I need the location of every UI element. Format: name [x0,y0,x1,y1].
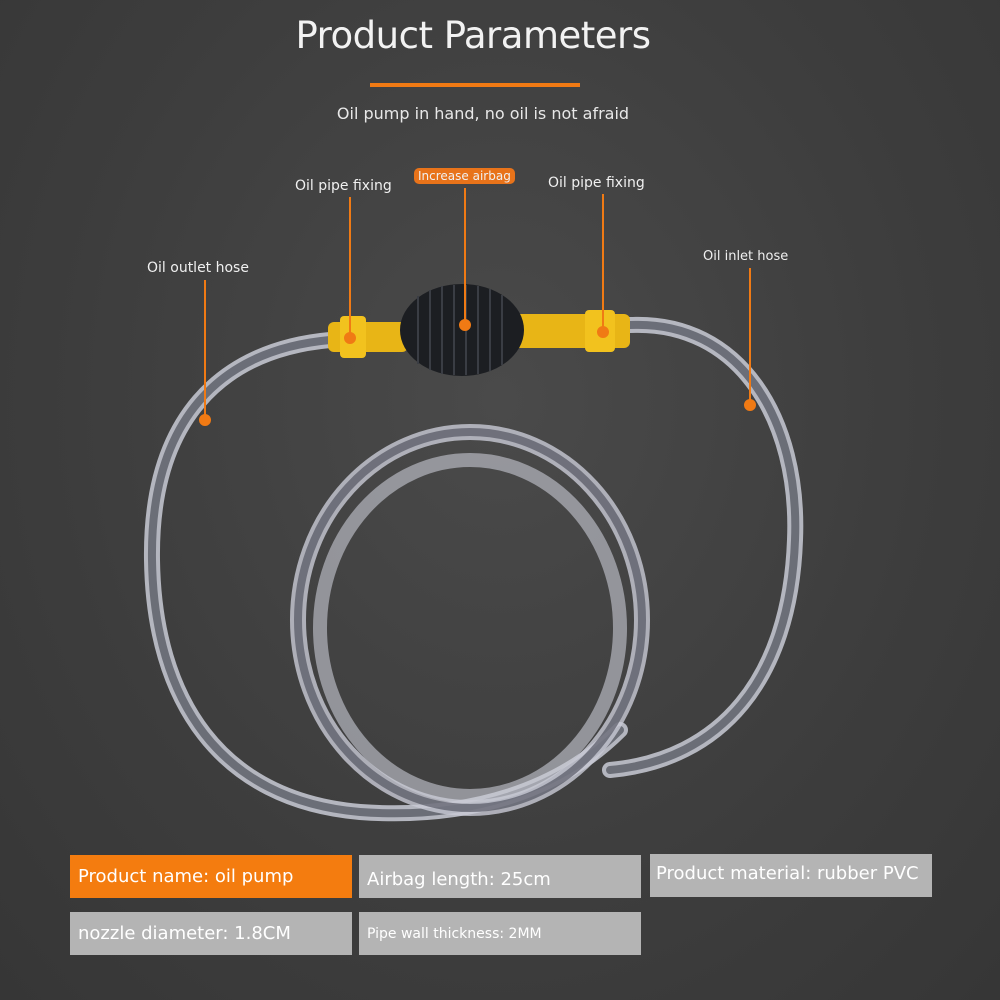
callout-outlet-hose: Oil outlet hose [147,260,249,276]
spec-nozzle-diameter: nozzle diameter: 1.8CM [70,912,352,955]
callout-pipe-fixing-left: Oil pipe fixing [295,178,392,194]
title-underline [370,83,580,87]
outlet-hose [143,332,628,822]
callout-inlet-hose: Oil inlet hose [703,249,789,264]
spec-material: Product material: rubber PVC [650,854,932,897]
subtitle: Oil pump in hand, no oil is not afraid [336,104,630,123]
spec-airbag-length: Airbag length: 25cm [359,855,641,898]
callout-airbag: Increase airbag [414,168,515,184]
spec-wall-thickness: Pipe wall thickness: 2MM [359,912,641,955]
inlet-hose [602,316,804,778]
spec-product-name: Product name: oil pump [70,855,352,898]
callout-pipe-fixing-right: Oil pipe fixing [548,175,645,191]
page-title: Product Parameters [295,14,651,57]
